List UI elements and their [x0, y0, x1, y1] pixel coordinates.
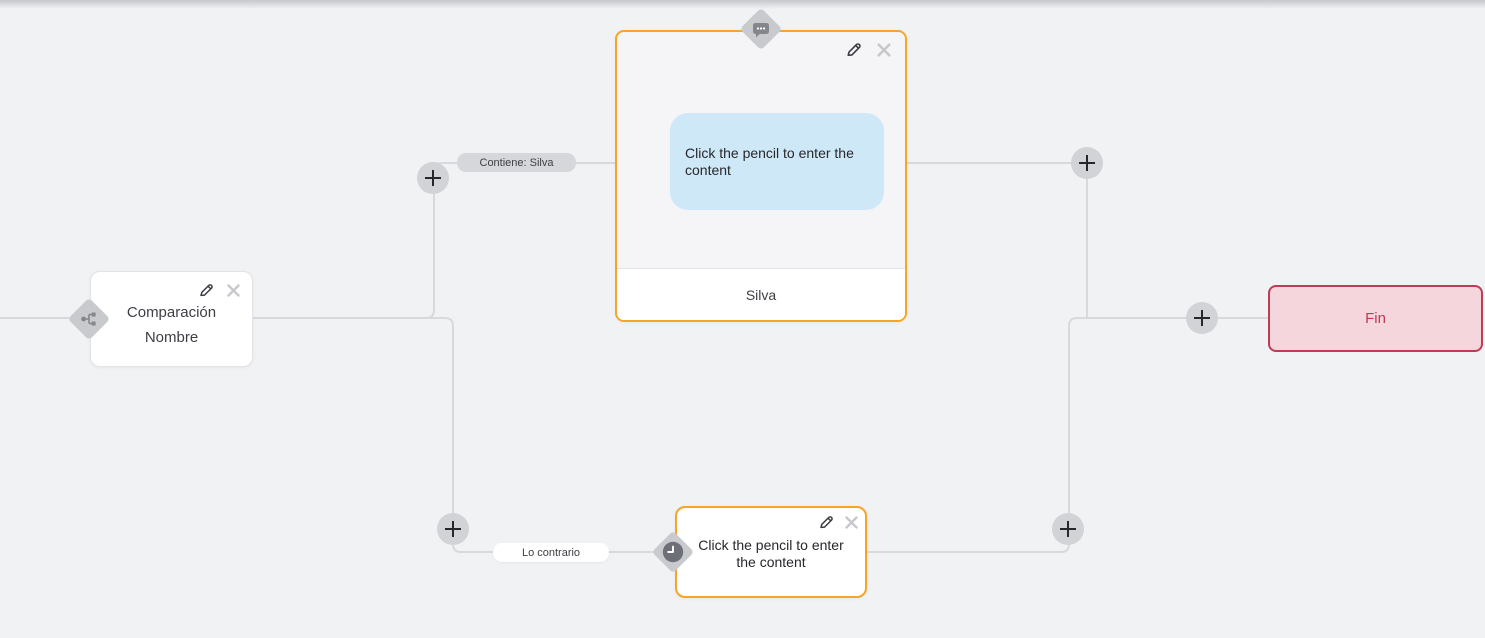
pencil-icon — [200, 284, 213, 297]
edge-label-contains[interactable]: Contiene: Silva — [457, 153, 576, 172]
add-block-button-bottom-left[interactable] — [437, 513, 469, 545]
branch-icon — [81, 312, 96, 326]
close-icon[interactable] — [845, 515, 858, 529]
plus-icon — [1060, 521, 1076, 537]
condition-port[interactable] — [68, 298, 110, 340]
add-block-button-top-left[interactable] — [417, 162, 449, 194]
condition-node[interactable]: Comparación Nombre — [90, 271, 253, 367]
condition-title-line1: Comparación — [126, 304, 217, 321]
edge-message-out — [907, 162, 1088, 318]
pencil-icon — [820, 516, 833, 529]
message-placeholder-text: Click the pencil to enter the content — [685, 144, 854, 178]
else-port[interactable] — [652, 531, 694, 573]
edge-branch-otherwise — [253, 317, 656, 553]
message-bubble: Click the pencil to enter the content — [670, 113, 884, 210]
node-actions — [198, 282, 240, 298]
edit-button[interactable] — [818, 514, 834, 530]
message-node-footer: Silva — [617, 268, 905, 320]
add-block-button-before-end[interactable] — [1186, 302, 1218, 334]
message-icon — [753, 23, 769, 38]
edit-button[interactable] — [198, 282, 214, 298]
message-node-name: Silva — [745, 286, 777, 303]
pencil-icon — [847, 43, 861, 57]
add-block-button-bottom-right[interactable] — [1052, 513, 1084, 545]
else-placeholder-text: Click the pencil to enter the content — [698, 537, 844, 570]
close-icon[interactable] — [227, 283, 240, 297]
end-node-label: Fin — [1365, 310, 1386, 327]
add-block-button-top-right[interactable] — [1071, 147, 1103, 179]
message-node[interactable]: Click the pencil to enter the content Si… — [615, 30, 907, 322]
close-icon[interactable] — [877, 42, 891, 57]
node-actions — [818, 514, 858, 530]
plus-icon — [1194, 310, 1210, 326]
condition-title-line2: Nombre — [144, 329, 199, 346]
node-actions — [845, 41, 891, 58]
clock-icon — [662, 541, 684, 563]
edge-else-out — [867, 317, 1268, 553]
plus-icon — [445, 521, 461, 537]
edge-label-otherwise[interactable]: Lo contrario — [493, 543, 609, 562]
end-node[interactable]: Fin — [1268, 285, 1483, 352]
else-node[interactable]: Click the pencil to enter the content — [675, 506, 867, 598]
edit-button[interactable] — [845, 41, 862, 58]
message-port[interactable] — [740, 8, 782, 50]
plus-icon — [1079, 155, 1095, 171]
plus-icon — [425, 170, 441, 186]
